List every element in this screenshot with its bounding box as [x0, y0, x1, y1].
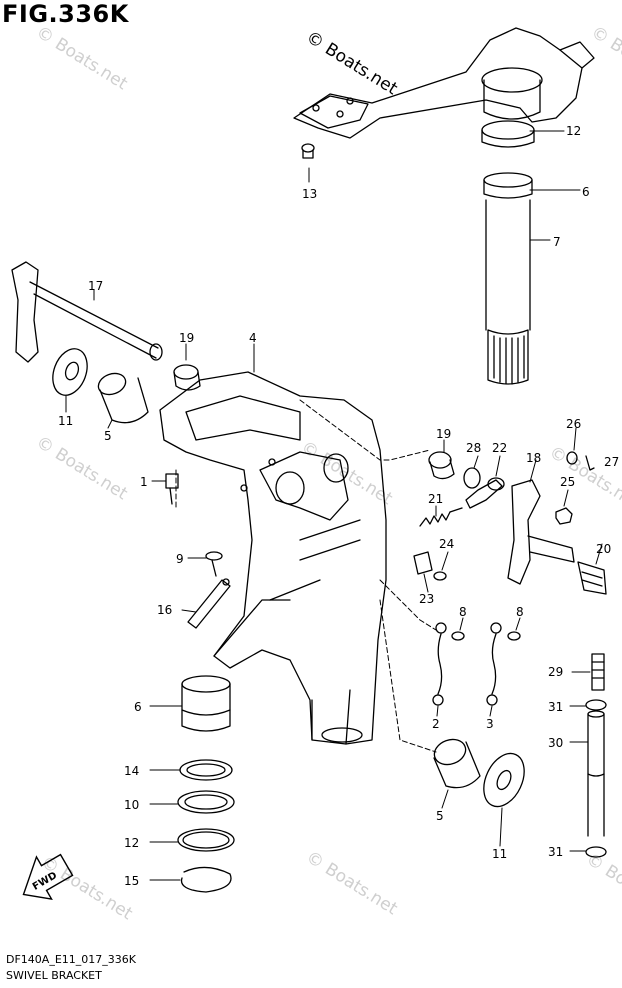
fwd-direction-arrow: FWD	[22, 853, 74, 900]
callout-label: 19	[179, 331, 194, 345]
steering-arm	[293, 27, 595, 139]
callout-label: 12	[566, 124, 581, 138]
hose-30	[587, 710, 605, 837]
swivel-shaft	[481, 120, 535, 385]
callout-label: 17	[88, 279, 103, 293]
callout-label: 31	[548, 700, 563, 714]
callout-label: 14	[124, 764, 139, 778]
spring-21	[419, 507, 463, 527]
bolt-9	[205, 551, 223, 577]
nut-25	[555, 507, 573, 525]
lever-grip-20	[577, 561, 607, 595]
callout-label: 4	[249, 331, 257, 345]
bolt-8a	[451, 631, 465, 641]
callout-label: 21	[428, 492, 443, 506]
tilt-lock-lever	[11, 261, 163, 363]
hose-clamp-31a	[585, 699, 607, 711]
leader-lines	[65, 130, 603, 881]
callout-label: 23	[419, 592, 434, 606]
bolt-8b	[507, 631, 521, 641]
swivel-bracket-body	[159, 371, 387, 745]
drawing-code: DF140A_E11_017_336K	[6, 953, 136, 966]
tilt-lock-bracket-18	[507, 479, 575, 585]
washer-10	[177, 790, 235, 814]
ground-wire-3	[486, 622, 502, 706]
callout-label: 6	[134, 700, 142, 714]
bushing-19-right	[428, 451, 455, 480]
bushing-5-left	[97, 372, 149, 424]
callout-label: 12	[124, 836, 139, 850]
bolt-13	[301, 143, 315, 159]
watermark: © Boats.net	[37, 852, 136, 924]
callout-label: 28	[466, 441, 481, 455]
callout-labels: 12 6 7 13 17 19 4 11 5 1 9 16 6 14 10 12…	[58, 124, 619, 888]
washer-14	[179, 759, 233, 781]
pin-27	[585, 455, 595, 471]
tilt-rod-16	[187, 578, 231, 629]
callout-label: 16	[157, 603, 172, 617]
callout-label: 30	[548, 736, 563, 750]
tilt-lever-22	[465, 477, 505, 509]
callout-label: 5	[436, 809, 444, 823]
callout-label: 6	[582, 185, 590, 199]
watermark: © Boats.net	[587, 22, 622, 94]
callout-label: 9	[176, 552, 184, 566]
callout-label: 24	[439, 537, 454, 551]
callout-label: 11	[58, 414, 73, 428]
watermark: © Boats.net	[582, 849, 622, 921]
circlip-15	[180, 866, 232, 893]
callout-label: 15	[124, 874, 139, 888]
watermarks: © Boats.net © Boats.net © Boats.net © Bo…	[32, 22, 622, 924]
washer-11-right	[483, 752, 525, 808]
watermark: © Boats.net	[32, 432, 131, 504]
callout-label: 26	[566, 417, 581, 431]
callout-label: 25	[560, 475, 575, 489]
callout-label: 20	[596, 542, 611, 556]
callout-label: 27	[604, 455, 619, 469]
callout-label: 8	[459, 605, 467, 619]
callout-label: 10	[124, 798, 139, 812]
watermark: © Boats.net	[302, 847, 401, 919]
callout-label: 13	[302, 187, 317, 201]
callout-label: 11	[492, 847, 507, 861]
watermark: © Boats.net	[32, 22, 131, 94]
callout-label: 18	[526, 451, 541, 465]
washer-26	[566, 451, 578, 465]
callout-label: 1	[140, 475, 148, 489]
bushing-6-lower	[181, 675, 231, 732]
callout-label: 2	[432, 717, 440, 731]
bolt-1	[165, 473, 179, 505]
o-ring-12	[177, 828, 235, 852]
ground-wire-2	[432, 622, 447, 706]
callout-label: 3	[486, 717, 494, 731]
main-watermark: © Boats.net	[302, 27, 401, 99]
grease-nipple-29	[591, 653, 605, 691]
callout-label: 8	[516, 605, 524, 619]
callout-label: 31	[548, 845, 563, 859]
drawing-name: SWIVEL BRACKET	[6, 969, 102, 982]
clip-23	[413, 551, 433, 575]
bushing-5-right	[433, 738, 481, 789]
callout-label: 19	[436, 427, 451, 441]
callout-label: 7	[553, 235, 561, 249]
callout-label: 22	[492, 441, 507, 455]
washer-11-left	[52, 348, 88, 396]
bolt-24	[433, 571, 447, 581]
callout-label: 29	[548, 665, 563, 679]
collar-28	[463, 467, 481, 489]
watermark: © Boats.net	[545, 442, 622, 514]
bushing-19	[173, 364, 201, 391]
figure-title: FIG.336K	[2, 0, 129, 28]
hose-clamp-31b	[585, 846, 607, 858]
callout-label: 5	[104, 429, 112, 443]
